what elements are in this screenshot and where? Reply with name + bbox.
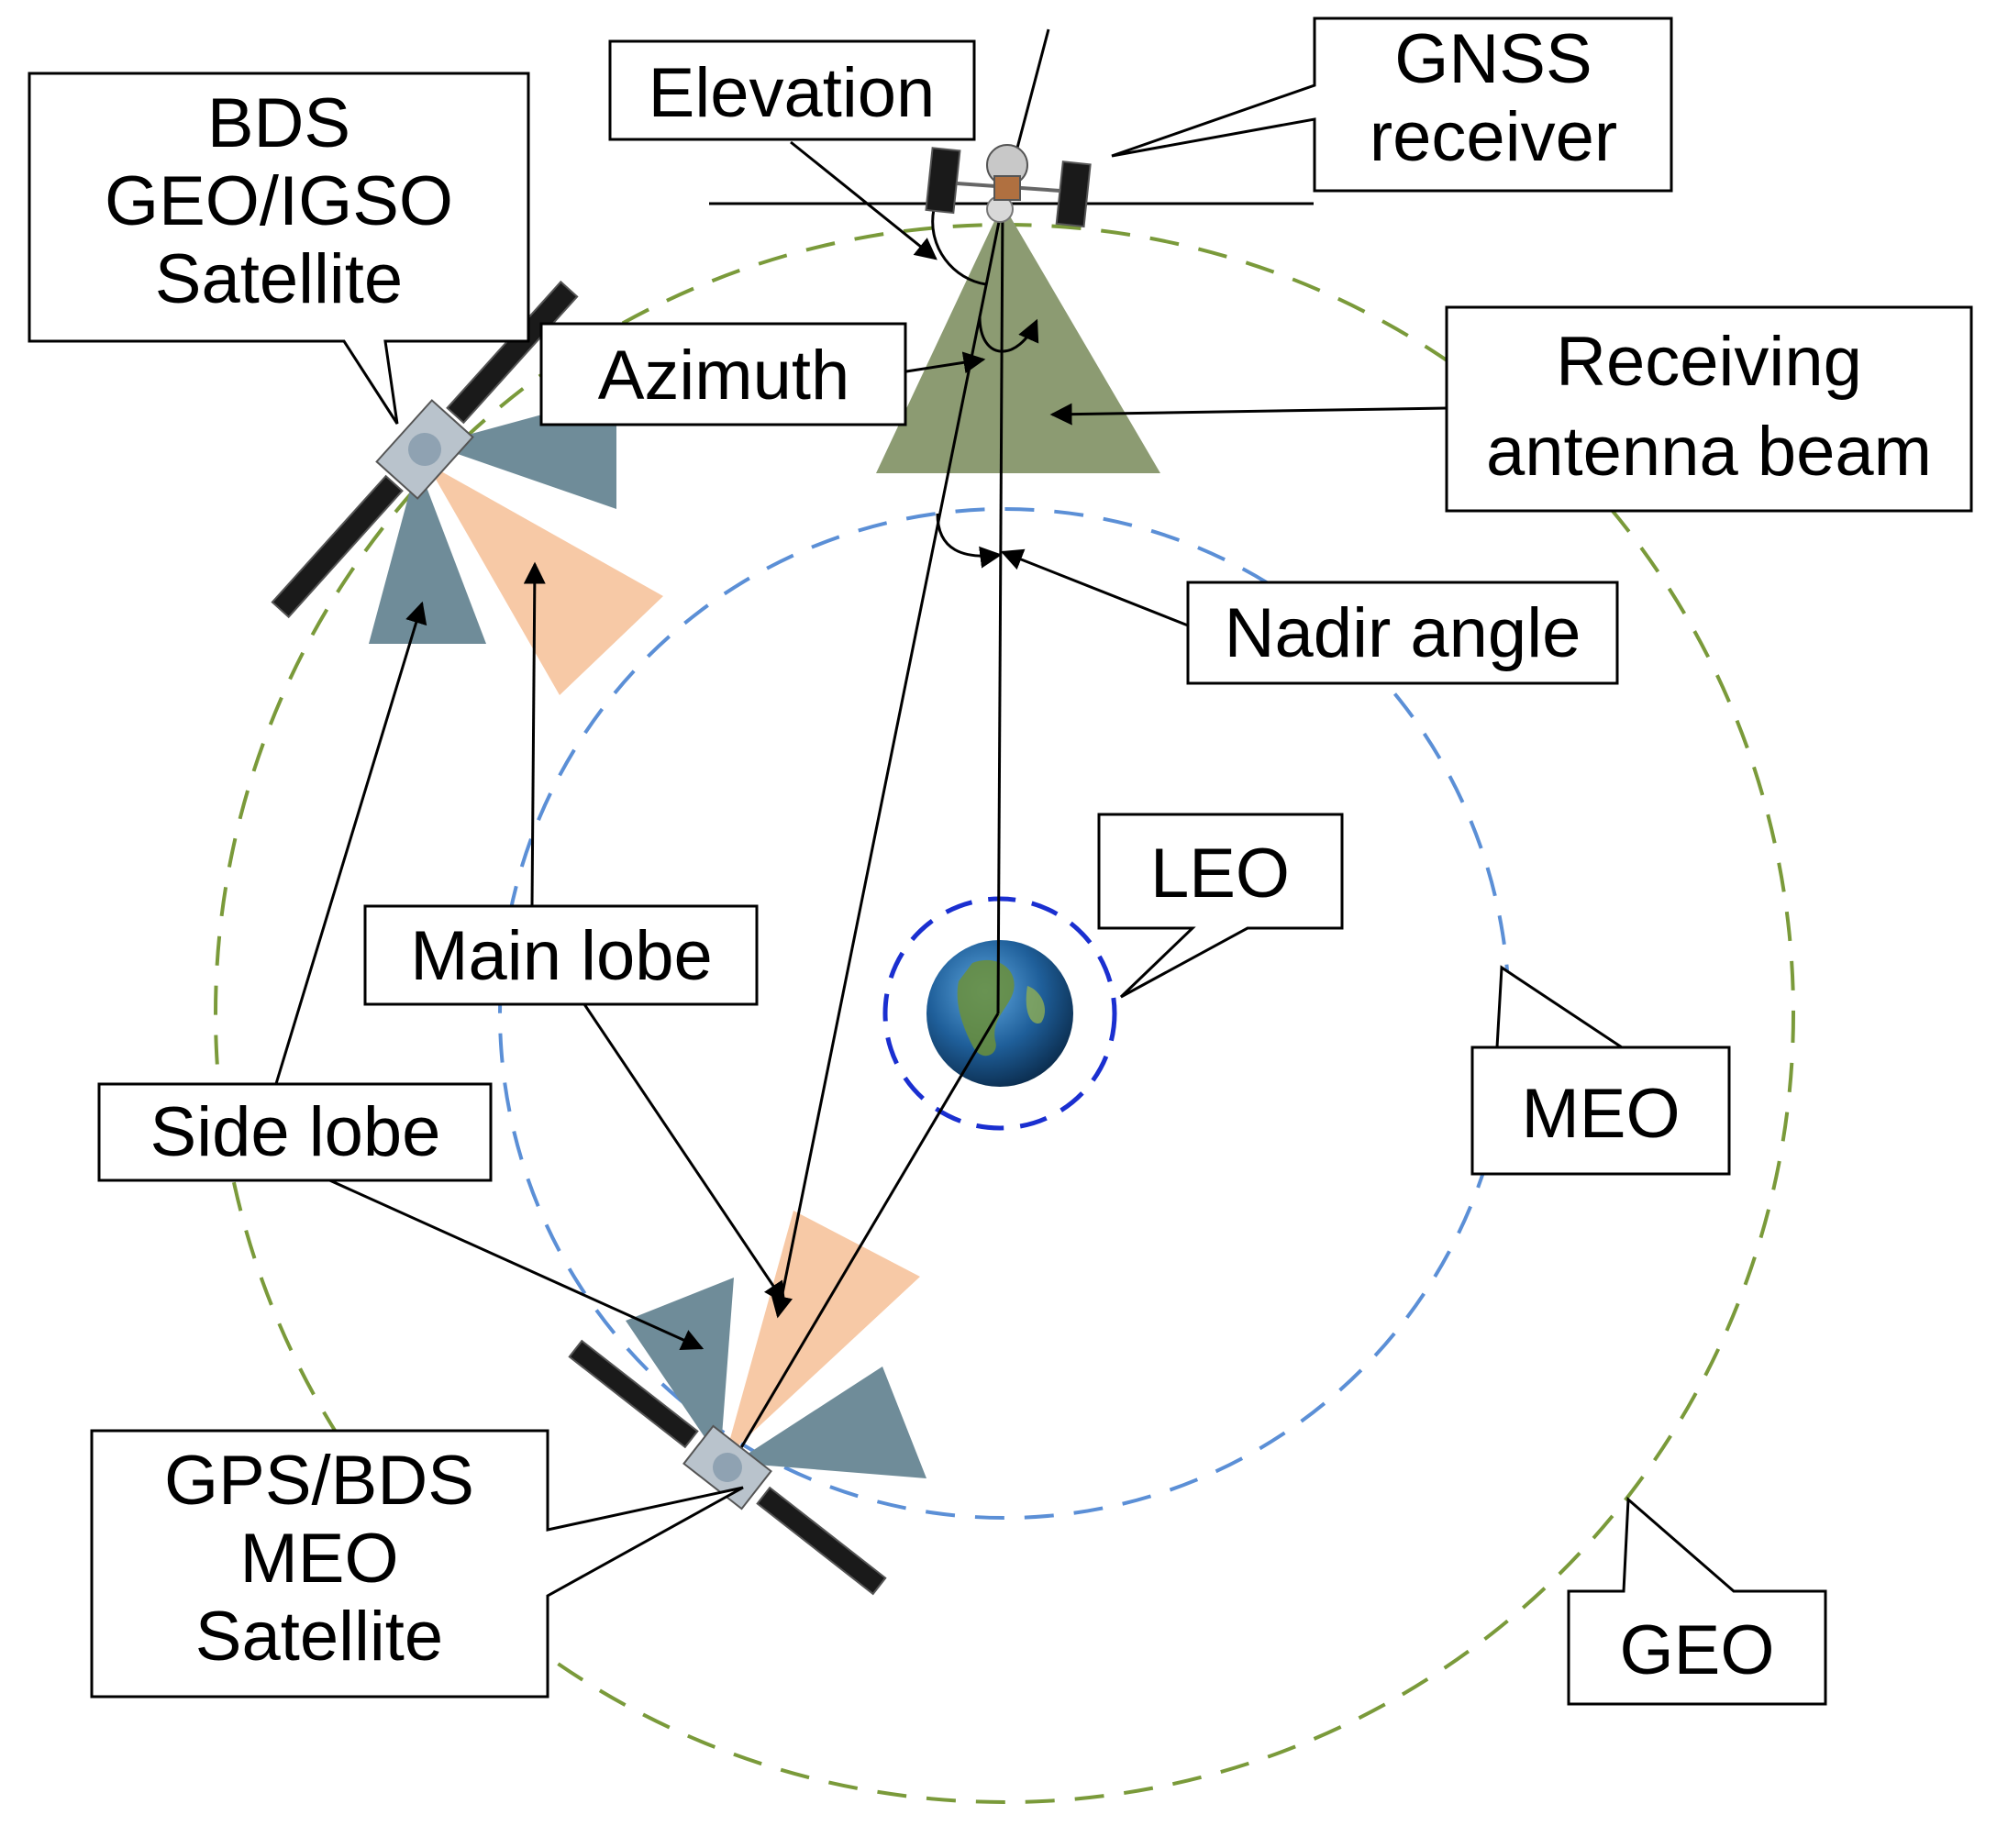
earth-icon bbox=[926, 940, 1073, 1087]
nadir-arrow bbox=[1000, 548, 1189, 627]
main-lobe-arrow-to-bds bbox=[523, 561, 546, 907]
callout-elevation-label: Elevation bbox=[649, 54, 936, 132]
callout-main-lobe-label: Main lobe bbox=[410, 917, 713, 995]
callout-gnss-line1: GNSS bbox=[1394, 20, 1592, 98]
callout-leo: LEO bbox=[1097, 813, 1344, 999]
main-lobe-arrow-to-meo bbox=[582, 1003, 786, 1304]
beam-arrow bbox=[1049, 403, 1448, 426]
callout-gnss-line2: receiver bbox=[1370, 98, 1617, 176]
satellite-icon bbox=[925, 144, 1092, 228]
callout-nadir-label: Nadir angle bbox=[1225, 594, 1581, 672]
callout-bds-geo-line1: BDS bbox=[207, 84, 350, 162]
callout-side-lobe: Side lobe bbox=[97, 1082, 493, 1182]
callout-nadir-angle: Nadir angle bbox=[1186, 581, 1619, 685]
callout-meo-label: MEO bbox=[1521, 1075, 1680, 1153]
callout-azimuth: Azimuth bbox=[539, 322, 907, 426]
callout-meo-sat-line2: MEO bbox=[239, 1520, 398, 1598]
elevation-arc bbox=[931, 208, 987, 286]
callout-meo: MEO bbox=[1470, 965, 1731, 1176]
side-lobe-arrow-to-bds bbox=[273, 601, 427, 1088]
callout-main-lobe: Main lobe bbox=[363, 904, 759, 1006]
callout-elevation: Elevation bbox=[608, 39, 976, 141]
meo-side-lobe-upper bbox=[626, 1278, 734, 1460]
nadir-arc bbox=[936, 513, 1003, 569]
callout-side-lobe-label: Side lobe bbox=[150, 1093, 441, 1171]
callout-bds-geo: BDS GEO/IGSO Satellite bbox=[28, 72, 530, 425]
callout-bds-geo-line3: Satellite bbox=[155, 240, 403, 318]
meo-side-lobe-lower bbox=[734, 1367, 926, 1478]
earth-to-meo-line bbox=[732, 1013, 1000, 1461]
callout-meo-sat-line3: Satellite bbox=[195, 1598, 443, 1676]
callout-leo-label: LEO bbox=[1150, 835, 1290, 913]
callout-geo-label: GEO bbox=[1620, 1611, 1775, 1689]
callout-meo-sat-line1: GPS/BDS bbox=[164, 1442, 474, 1520]
callout-bds-geo-line2: GEO/IGSO bbox=[105, 162, 453, 240]
callout-geo: GEO bbox=[1567, 1496, 1827, 1706]
satellite-icon bbox=[568, 1339, 887, 1596]
callout-gnss-receiver: GNSS receiver bbox=[1111, 17, 1673, 193]
receiver-to-meo-line bbox=[771, 203, 1004, 1319]
callout-beam-line1: Receiving bbox=[1556, 323, 1862, 401]
side-lobe-arrow-to-meo bbox=[325, 1177, 704, 1351]
satellite-icon bbox=[271, 280, 579, 619]
elevation-arrow bbox=[790, 140, 937, 260]
bds-main-lobe bbox=[427, 463, 663, 695]
callout-receiving-beam: Receiving antenna beam bbox=[1445, 305, 1973, 513]
azimuth-arrow bbox=[905, 351, 986, 374]
callout-azimuth-label: Azimuth bbox=[598, 337, 850, 415]
meo-main-lobe bbox=[725, 1211, 920, 1458]
callout-gps-bds-meo: GPS/BDS MEO Satellite bbox=[90, 1429, 744, 1699]
bds-side-lobe-bottom bbox=[369, 463, 486, 644]
receiving-antenna-beam bbox=[876, 204, 1160, 473]
callout-beam-line2: antenna beam bbox=[1486, 413, 1932, 491]
azimuth-arc bbox=[978, 315, 1039, 353]
nadir-line bbox=[996, 203, 1004, 1014]
